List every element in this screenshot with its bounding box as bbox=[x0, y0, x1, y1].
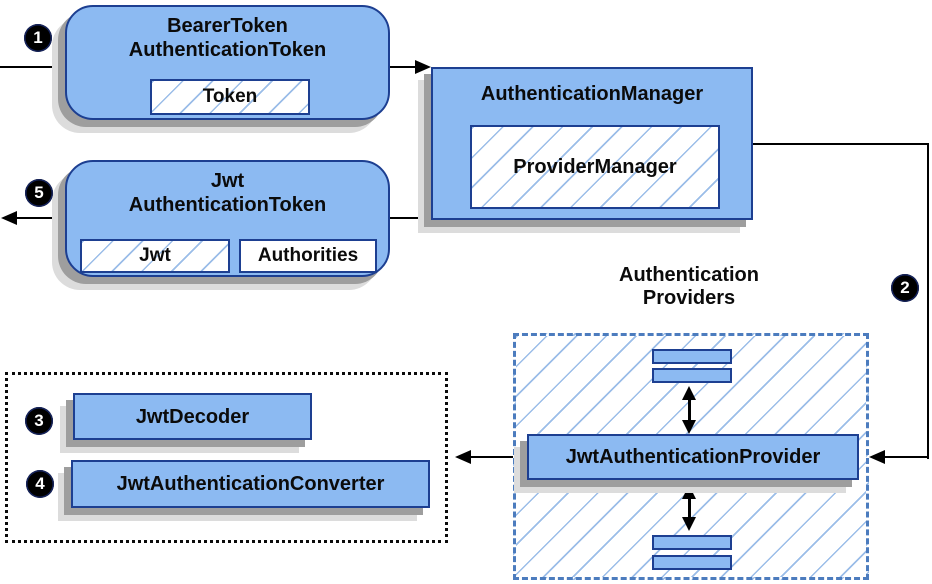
arrowhead-right-icon bbox=[415, 60, 431, 74]
other-provider-bar bbox=[652, 349, 732, 364]
bearer-to-manager-line bbox=[390, 66, 417, 68]
bearer-token-authentication-token-box: BearerToken AuthenticationToken Token bbox=[65, 5, 390, 120]
jwt-chip: Jwt bbox=[80, 239, 230, 273]
step-badge-3: 3 bbox=[25, 407, 53, 435]
bearer-token-title-line2: AuthenticationToken bbox=[128, 39, 327, 61]
manager-to-provider-line-vertical bbox=[927, 143, 929, 459]
step-badge-5: 5 bbox=[25, 179, 53, 207]
jwt-converters-group bbox=[5, 372, 448, 543]
jwt-token-title-line2: AuthenticationToken bbox=[128, 194, 327, 216]
arrowhead-up-icon bbox=[682, 485, 696, 499]
authorities-chip-label: Authorities bbox=[257, 245, 359, 266]
arrowhead-left-icon bbox=[455, 450, 471, 464]
double-arrow-shaft bbox=[688, 397, 691, 425]
jwt-authentication-token-box: Jwt AuthenticationToken Jwt Authorities bbox=[65, 160, 390, 277]
arrowhead-down-icon bbox=[682, 517, 696, 531]
manager-to-provider-line-bottom bbox=[884, 456, 929, 458]
other-provider-bar bbox=[652, 368, 732, 383]
token-chip-label: Token bbox=[202, 86, 258, 107]
bearer-token-title-line1: BearerToken bbox=[167, 15, 288, 37]
jwt-authentication-provider-label: JwtAuthenticationProvider bbox=[565, 446, 821, 468]
jwt-decoder-label: JwtDecoder bbox=[135, 405, 250, 428]
manager-to-jwt-line bbox=[390, 217, 431, 219]
provider-manager-label: ProviderManager bbox=[513, 156, 677, 178]
outgoing-response-line bbox=[14, 217, 65, 219]
token-chip: Token bbox=[150, 79, 310, 115]
authentication-manager-title: AuthenticationManager bbox=[480, 83, 704, 105]
jwt-authentication-provider-box: JwtAuthenticationProvider bbox=[527, 434, 859, 480]
jwt-authentication-converter-box: JwtAuthenticationConverter bbox=[71, 460, 430, 508]
provider-manager-chip: ProviderManager bbox=[470, 125, 720, 209]
jwt-token-title-line1: Jwt bbox=[210, 170, 245, 192]
other-provider-bar bbox=[652, 535, 732, 550]
step-badge-2: 2 bbox=[891, 274, 919, 302]
authentication-providers-label: Authentication Providers bbox=[534, 264, 844, 310]
jwt-decoder-box: JwtDecoder bbox=[73, 393, 312, 440]
authentication-providers-label-line1: Authentication bbox=[619, 264, 759, 286]
other-provider-bar bbox=[652, 555, 732, 570]
step-badge-4: 4 bbox=[26, 470, 54, 498]
arrowhead-up-icon bbox=[682, 386, 696, 400]
manager-to-provider-line-top bbox=[753, 143, 929, 145]
provider-to-converters-line bbox=[470, 456, 513, 458]
arrowhead-left-icon bbox=[869, 450, 885, 464]
step-badge-1: 1 bbox=[24, 24, 52, 52]
authentication-providers-label-line2: Providers bbox=[642, 287, 736, 309]
arrowhead-down-icon bbox=[682, 420, 696, 434]
arrowhead-left-icon bbox=[1, 211, 17, 225]
jwt-authentication-converter-label: JwtAuthenticationConverter bbox=[116, 473, 385, 495]
incoming-request-line bbox=[0, 66, 65, 68]
authentication-manager-box: AuthenticationManager ProviderManager bbox=[431, 67, 753, 220]
authorities-chip: Authorities bbox=[239, 239, 377, 273]
jwt-chip-label: Jwt bbox=[139, 245, 171, 266]
double-arrow-shaft bbox=[688, 496, 691, 524]
